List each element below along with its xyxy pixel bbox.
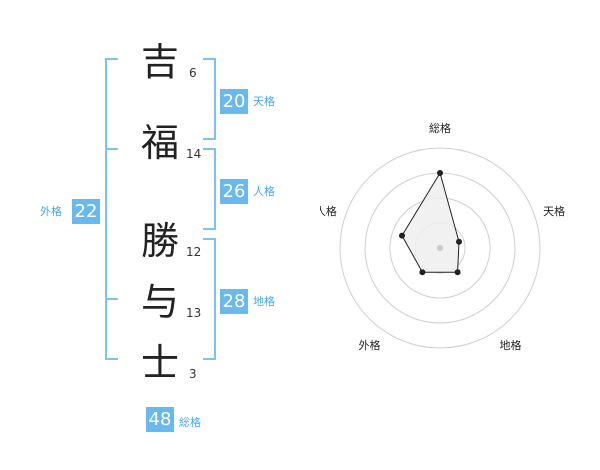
gaikaku-bracket — [105, 58, 118, 360]
name-char-5: 士 — [141, 341, 180, 385]
gaikaku-value: 22 — [72, 199, 100, 224]
radar-axis-label-1: 総格 — [429, 121, 451, 135]
gaikaku-inner-tick-bottom — [105, 298, 118, 300]
jinkaku-label: 人格 — [253, 185, 275, 198]
tenkaku-bracket — [203, 58, 216, 140]
chikaku-label: 地格 — [253, 295, 275, 308]
jinkaku-bracket — [203, 148, 216, 230]
radar-point-5 — [399, 232, 405, 239]
chikaku-bracket — [203, 238, 216, 360]
name-char-3: 勝 — [141, 219, 180, 263]
soukaku-label: 総格 — [179, 416, 201, 429]
stroke-count-5: 3 — [189, 367, 197, 381]
radar-point-1 — [437, 170, 443, 176]
radar-axis-label-5: 人格 — [320, 204, 337, 218]
stroke-count-2: 14 — [186, 147, 202, 161]
name-char-2: 福 — [141, 121, 180, 165]
stroke-count-1: 6 — [189, 66, 197, 80]
gaikaku-inner-tick-top — [105, 148, 118, 150]
tenkaku-value: 20 — [220, 89, 248, 114]
name-char-4: 与 — [141, 280, 180, 324]
radar-point-3 — [454, 269, 461, 276]
chikaku-value: 28 — [220, 289, 248, 314]
name-char-1: 吉 — [141, 40, 180, 84]
tenkaku-label: 天格 — [253, 95, 275, 108]
radar-point-2 — [456, 238, 462, 245]
stroke-count-3: 12 — [186, 245, 202, 259]
radar-axis-label-4: 外格 — [359, 338, 381, 352]
radar-axis-label-3: 地格 — [500, 338, 522, 352]
stroke-count-4: 13 — [186, 306, 202, 320]
radar-point-4 — [419, 269, 426, 276]
gaikaku-label: 外格 — [40, 205, 62, 218]
soukaku-value: 48 — [146, 407, 174, 432]
radar-center-dot — [437, 245, 443, 251]
jinkaku-value: 26 — [220, 179, 248, 204]
radar-value-shape — [401, 171, 460, 273]
radar-ring-4 — [339, 147, 541, 349]
radar-axis-label-2: 天格 — [543, 204, 565, 218]
